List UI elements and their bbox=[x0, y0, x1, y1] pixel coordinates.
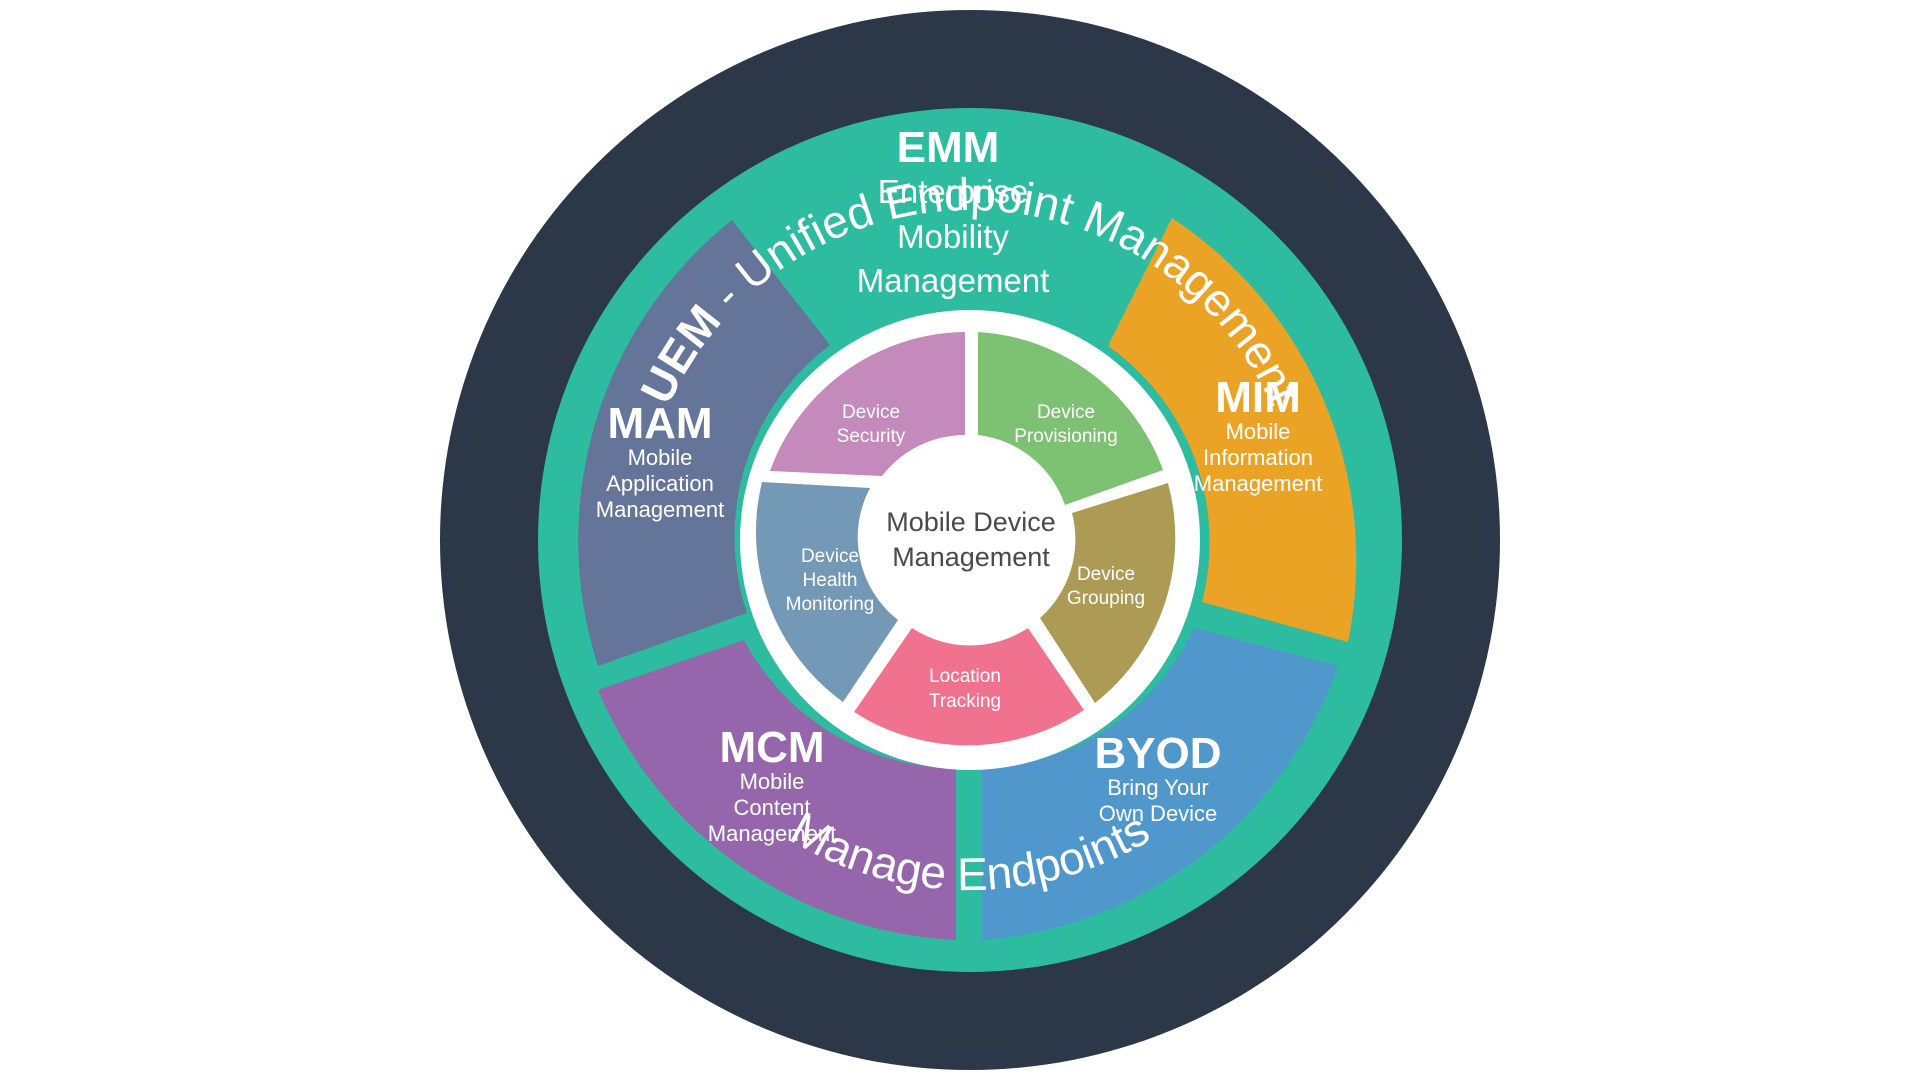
mam-line3: Management bbox=[596, 497, 724, 522]
mim-segment bbox=[1108, 218, 1357, 642]
device-health-monitoring-segment bbox=[756, 482, 898, 702]
mam-line2: Application bbox=[606, 471, 714, 496]
mcm-abbr: MCM bbox=[719, 723, 824, 772]
device-provisioning-segment bbox=[978, 332, 1163, 505]
device-health-line2: Health bbox=[803, 570, 858, 591]
location-tracking-line1: Location bbox=[929, 666, 1001, 687]
device-security-line1: Device bbox=[842, 402, 900, 423]
device-provisioning-line1: Device bbox=[1037, 402, 1095, 423]
emm-abbr: EMM bbox=[897, 123, 1000, 172]
emm-line2: Mobility bbox=[897, 218, 1009, 255]
mcm-line2: Content bbox=[733, 795, 810, 820]
location-tracking-line2: Tracking bbox=[929, 691, 1001, 712]
mam-line1: Mobile bbox=[628, 445, 693, 470]
mim-line3: Management bbox=[1194, 471, 1322, 496]
byod-segment bbox=[982, 628, 1338, 940]
mim-line2: Information bbox=[1203, 445, 1313, 470]
device-security-line2: Security bbox=[837, 426, 906, 447]
device-security-segment bbox=[770, 332, 965, 476]
byod-abbr: BYOD bbox=[1094, 729, 1221, 778]
core-line1: Mobile Device bbox=[886, 507, 1056, 537]
byod-line1: Bring Your bbox=[1107, 775, 1209, 800]
location-tracking-segment bbox=[854, 628, 1084, 746]
device-grouping-segment bbox=[1040, 483, 1176, 703]
core-line2: Management bbox=[892, 542, 1050, 572]
mam-abbr: MAM bbox=[607, 399, 712, 448]
core-circle bbox=[874, 444, 1066, 636]
device-grouping-line2: Grouping bbox=[1067, 588, 1145, 609]
byod-line2: Own Device bbox=[1099, 801, 1218, 826]
mam-segment bbox=[578, 220, 830, 666]
device-grouping-line1: Device bbox=[1077, 564, 1135, 585]
device-provisioning-line2: Provisioning bbox=[1014, 426, 1118, 447]
device-health-line1: Device bbox=[801, 546, 859, 567]
emm-line3: Management bbox=[857, 262, 1050, 299]
emm-line1: Enterprise bbox=[878, 173, 1028, 210]
device-health-line3: Monitoring bbox=[786, 594, 875, 615]
mcm-line1: Mobile bbox=[740, 769, 805, 794]
mim-abbr: MIM bbox=[1215, 373, 1301, 422]
mim-line1: Mobile bbox=[1226, 419, 1291, 444]
mcm-line3: Management bbox=[708, 821, 836, 846]
mcm-segment bbox=[598, 640, 956, 940]
